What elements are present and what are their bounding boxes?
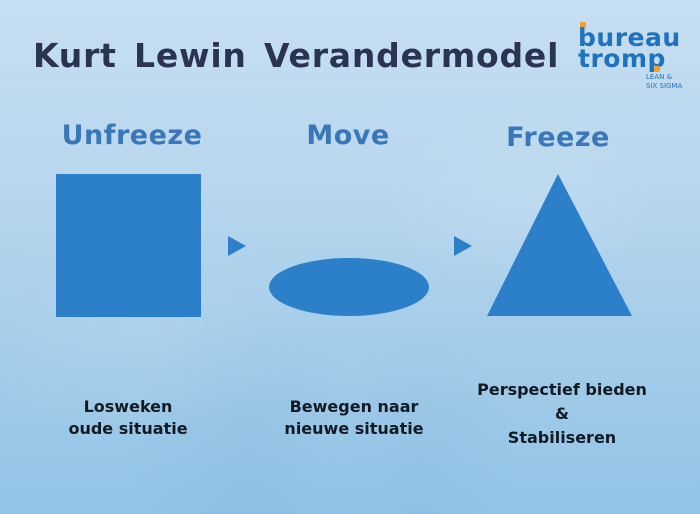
stage-description-unfreeze: Losweken oude situatie	[48, 396, 208, 440]
logo-tagline-lean: LEAN &	[646, 73, 673, 81]
logo-word-tromp: tromp	[578, 44, 666, 73]
description-line: Losweken	[83, 397, 173, 416]
stage-description-move: Bewegen naar nieuwe situatie	[272, 396, 436, 440]
stage-label-move: Move	[306, 120, 390, 151]
move-ellipse-shape	[269, 258, 429, 316]
description-line: nieuwe situatie	[284, 419, 424, 438]
company-logo: bureau tromp LEAN & SIX SIGMA	[578, 22, 688, 94]
logo-accent-dot-icon	[654, 66, 660, 72]
page-title: Kurt Lewin Verandermodel	[33, 36, 560, 75]
unfreeze-square-shape	[56, 174, 201, 317]
description-line: &	[555, 404, 569, 423]
description-line: Stabiliseren	[507, 428, 617, 447]
freeze-triangle-shape	[487, 174, 632, 316]
description-line: oude situatie	[68, 419, 188, 438]
logo-tagline-six-sigma: SIX SIGMA	[646, 82, 683, 90]
description-line: Bewegen naar	[289, 397, 419, 416]
stage-label-unfreeze: Unfreeze	[61, 120, 203, 151]
logo-word-bureau: bureau	[578, 23, 681, 52]
stage-description-freeze: Perspectief bieden & Stabiliseren	[460, 378, 664, 450]
description-line: Perspectief bieden	[477, 380, 647, 399]
logo-accent-dot-icon	[580, 22, 586, 28]
stage-label-freeze: Freeze	[506, 122, 610, 153]
arrow-right-icon	[454, 236, 472, 256]
arrow-right-icon	[228, 236, 246, 256]
